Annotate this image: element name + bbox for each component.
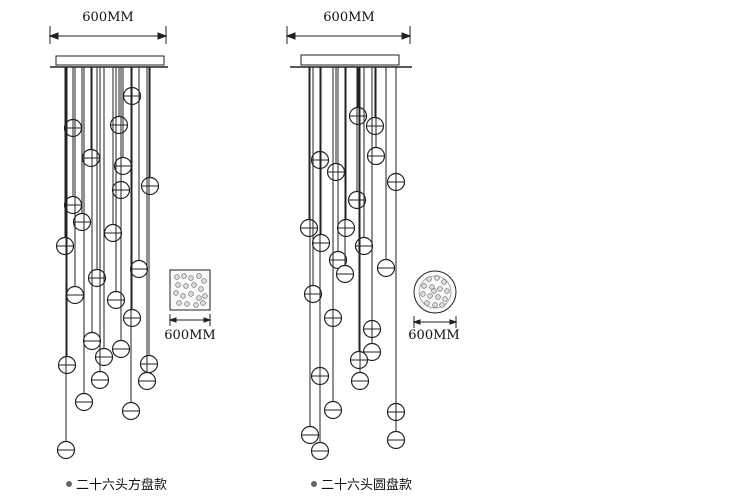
round-top-dimension-label: 600MM	[323, 10, 374, 25]
round-plan-dot	[442, 296, 448, 302]
square-caption: 二十六头方盘款	[76, 477, 167, 493]
round-model: 600MM 600MM 二十六头圆盘款	[285, 10, 460, 493]
square-plan-dot	[200, 300, 206, 306]
square-plan-dot	[202, 293, 208, 299]
square-model: 600MM 600MM 二十六头方盘款	[48, 10, 216, 493]
square-plan-view	[169, 269, 211, 311]
round-plan-dot	[424, 300, 430, 306]
square-plan-dot	[198, 286, 204, 292]
round-plan-dot	[426, 276, 432, 282]
square-plan-dot	[188, 275, 194, 281]
round-plan-dot	[431, 288, 437, 294]
round-plan-dot	[427, 293, 433, 299]
square-plan-dot	[175, 282, 181, 288]
round-plan-dot	[421, 283, 427, 289]
square-plan-dimension	[168, 314, 212, 326]
square-plan-dot	[191, 282, 197, 288]
square-plan-dot	[196, 295, 202, 301]
round-canopy	[300, 54, 400, 66]
square-plan-dot	[180, 293, 186, 299]
round-plan-dot	[435, 294, 441, 300]
round-caption-bullet	[311, 481, 317, 487]
square-canopy	[55, 55, 165, 66]
round-plan-dimension-label: 600MM	[408, 328, 459, 343]
square-plan-dot	[176, 300, 182, 306]
square-plan-dot	[183, 283, 189, 289]
round-plan-dot	[444, 288, 450, 294]
square-plan-dot	[201, 278, 207, 284]
round-caption: 二十六头圆盘款	[321, 477, 412, 493]
round-plan-dot	[420, 291, 426, 297]
round-plan-dot	[434, 275, 440, 281]
round-plan-dot	[432, 302, 438, 308]
round-top-dimension	[285, 26, 412, 44]
square-top-dimension	[48, 26, 168, 44]
square-plan-dot	[184, 301, 190, 307]
square-plan-dot	[174, 274, 180, 280]
round-plan-view	[413, 270, 457, 314]
round-plan-dimension	[412, 316, 458, 328]
square-plan-dot	[173, 290, 179, 296]
round-plan-dot	[439, 302, 445, 308]
square-caption-bullet	[66, 481, 72, 487]
square-plan-dot	[193, 302, 199, 308]
square-plan-dot	[181, 273, 187, 279]
round-plan-dot	[437, 286, 443, 292]
round-plan-dot	[441, 279, 447, 285]
square-pendants	[55, 67, 160, 460]
square-plan-dot	[196, 273, 202, 279]
square-top-dimension-label: 600MM	[82, 10, 133, 25]
square-plan-dot	[188, 291, 194, 297]
round-pendants	[299, 67, 406, 461]
square-plan-dimension-label: 600MM	[164, 328, 215, 343]
